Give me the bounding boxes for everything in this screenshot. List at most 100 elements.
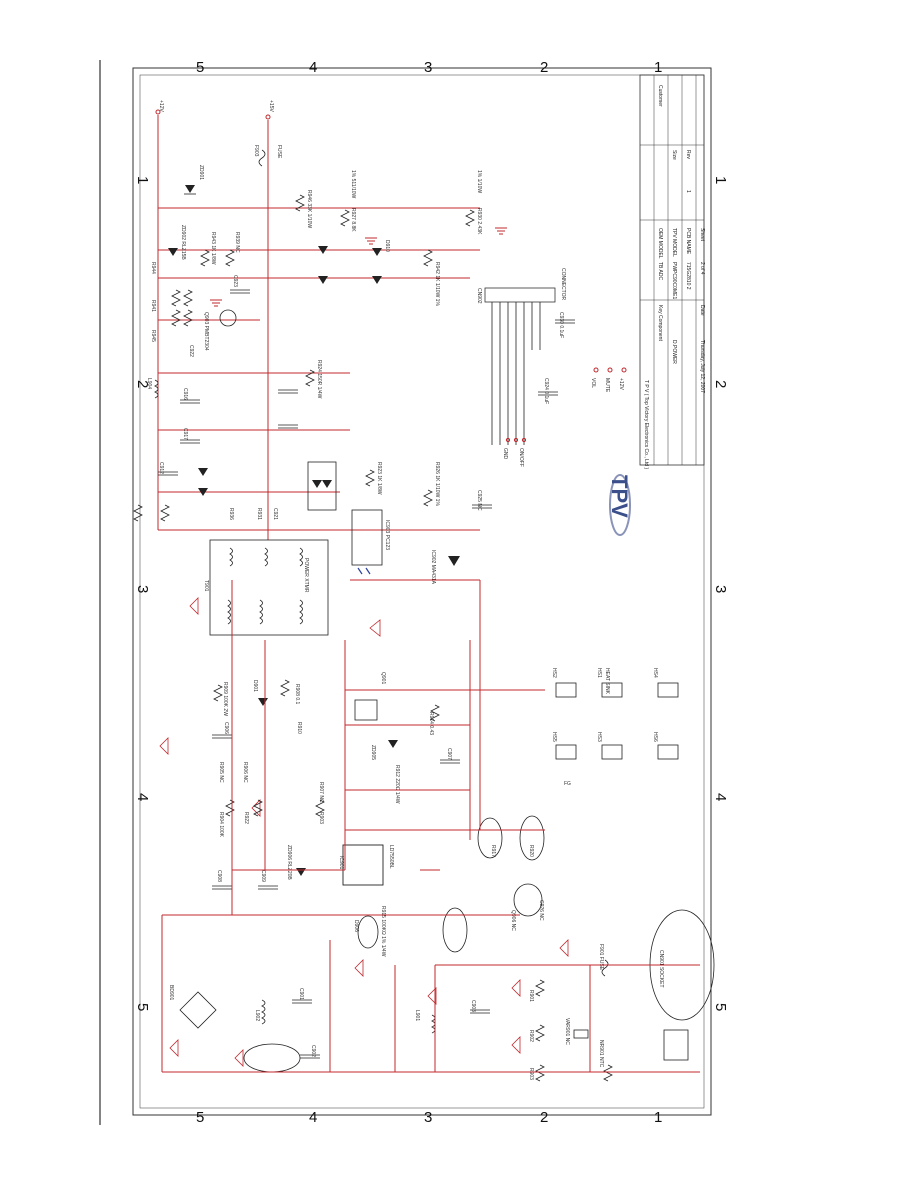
resistor-bank (171, 289, 193, 327)
primary-resistors: R905 NC R906 NC R904 100K R907 NC R922 R… (218, 762, 325, 838)
r930b-label: 1% 1/10W (476, 170, 482, 193)
diode-pair-a (198, 468, 208, 496)
resistor-r943: R943 1K 1/8W (200, 232, 216, 267)
mute-label: MUTE (604, 378, 610, 393)
r939-label: R939 NC (234, 232, 240, 253)
cap-stack-mid (278, 389, 298, 429)
rail-15v-label: +15V (268, 100, 274, 112)
cap-c923: C923 (230, 275, 250, 294)
r910-label: R910 (296, 722, 302, 734)
hs2-label: HS2 (551, 668, 557, 678)
zone-markers-left: 1 2 3 4 5 (134, 176, 151, 1011)
tb-rev-value: 1 (685, 190, 691, 193)
tpv-logo: TPV (607, 474, 632, 536)
tb-oem-model-label: OEM MODEL (657, 228, 663, 259)
c907-label: C907 (446, 748, 452, 760)
zone-bottom-3: 3 (424, 1109, 432, 1126)
tpv-logo-text: TPV (607, 475, 632, 518)
c921-label: C921 (272, 508, 278, 520)
rail-12v-label: +12V (158, 100, 164, 112)
zone-bottom-2: 2 (540, 1109, 548, 1126)
resistor-r924: R924 150R 1/4W (305, 360, 322, 399)
vol-label: VOL (590, 378, 596, 388)
nr901-label: NR901 NTC (598, 1040, 604, 1068)
connector-label: CONNECTOR (560, 268, 566, 301)
cap-c901: C901 (292, 988, 312, 1004)
transformer-t901: T901 POWER XTMR (203, 539, 329, 636)
cap-c903: C903 (470, 1000, 490, 1014)
c925-label: C925 NC (476, 490, 482, 511)
ground-symbols-top (210, 227, 507, 307)
l902-label: L902 (254, 1010, 260, 1021)
t901-label: T901 (203, 580, 209, 592)
d901-label: D901 (252, 680, 258, 692)
resistor-r926: R926 1K 1/10W 1% (423, 462, 440, 506)
cap-c908: C908 (212, 870, 232, 890)
resistor-r927: R927 8.8K (340, 208, 356, 232)
zone-right-4: 4 (712, 793, 729, 801)
ic902-label: IC902 MA431A (430, 550, 436, 585)
fuse-label: FUSE (276, 145, 282, 159)
c926-label: C926 NC (538, 900, 544, 921)
d906-label: D906 (353, 920, 359, 932)
c924-label: C924 0.1uF (543, 378, 549, 404)
zone-top-4: 4 (309, 59, 317, 76)
title-block: T P V ( Top Victory Electronics Co., Ltd… (639, 74, 705, 469)
r922-label: R922 (243, 812, 249, 824)
hs1-label: HS1 (596, 668, 602, 678)
c903-label: C903 (470, 1000, 476, 1012)
bd901-label: BD901 (168, 985, 174, 1001)
cap-c907: C907 (440, 748, 460, 764)
connector-cn902: CN902 CONNECTOR (476, 268, 566, 445)
zone-left-4: 4 (134, 793, 151, 801)
l901-label: L901 (414, 1010, 420, 1021)
zener-zd905: ZD905 (370, 740, 398, 760)
choke-l901: L901 (414, 1010, 436, 1034)
r905-label: R905 NC (218, 762, 224, 783)
on-off-label: ON/OFF (518, 448, 524, 467)
cap-c925: C925 NC (472, 490, 492, 511)
fuse-f901: F901 FUSE (598, 944, 609, 977)
r908-label: R908 0.1 (294, 684, 300, 705)
q903-label: Q903 PMBT2304 (203, 312, 209, 351)
shunt-ic902: IC902 MA431A (430, 550, 460, 585)
varistor-var901: VAR901 NC (564, 1018, 589, 1045)
zone-top-5: 5 (196, 59, 204, 76)
resistor-r908: R908 0.1 (280, 679, 300, 705)
ic903-label: IC903 PC123 (384, 520, 390, 550)
cn902-label: CN902 (476, 288, 482, 304)
r924-label: R924 150R 1/4W (316, 360, 322, 399)
zone-left-5: 5 (134, 1003, 151, 1011)
ld7550-label: LD7550BL (388, 845, 394, 869)
zone-top-2: 2 (540, 59, 548, 76)
power-xfmr-label: POWER XTMR (303, 558, 309, 593)
f903-label: F903 (253, 145, 259, 157)
inductor-l904: L904 (146, 378, 159, 399)
hs5-label: HS5 (551, 732, 557, 742)
zone-left-3: 3 (134, 585, 151, 593)
zone-right-5: 5 (712, 1003, 729, 1011)
r903b-label: R903 (528, 1068, 534, 1080)
r903-label: R903 (318, 812, 324, 824)
zener-zd906: ZD906 RLZ20B (286, 845, 306, 880)
r901-label: R901 (528, 990, 534, 1002)
zone-top-1: 1 (654, 59, 662, 76)
cap-c902: C902 (300, 1045, 320, 1059)
r914-label: R914 0.43 (428, 712, 434, 735)
plus12-label: +12V (618, 378, 624, 390)
r917-label: R917 (490, 845, 496, 857)
q901-label: Q901 (380, 672, 386, 684)
cap-c906: C906 (212, 722, 232, 739)
cn901-label: CN901 SOCKET (658, 950, 664, 988)
zd902-label: ZD902 RLZ15B (180, 225, 186, 260)
r944-label: R944 (150, 262, 156, 274)
sheet-frame (132, 67, 712, 1116)
cap-c917: C917 (180, 428, 200, 444)
r906-label: R906 NC (242, 762, 248, 783)
tb-key-component-label: Key Component (657, 305, 663, 341)
thermistor-nr901: NR901 NTC (598, 1040, 613, 1082)
r942-label: R942 1K 1/10W 1% (434, 262, 440, 306)
tb-rev-label: Rev (685, 150, 691, 159)
zd901-label: ZD901 (198, 165, 204, 180)
r907-label: R907 NC (318, 782, 324, 803)
